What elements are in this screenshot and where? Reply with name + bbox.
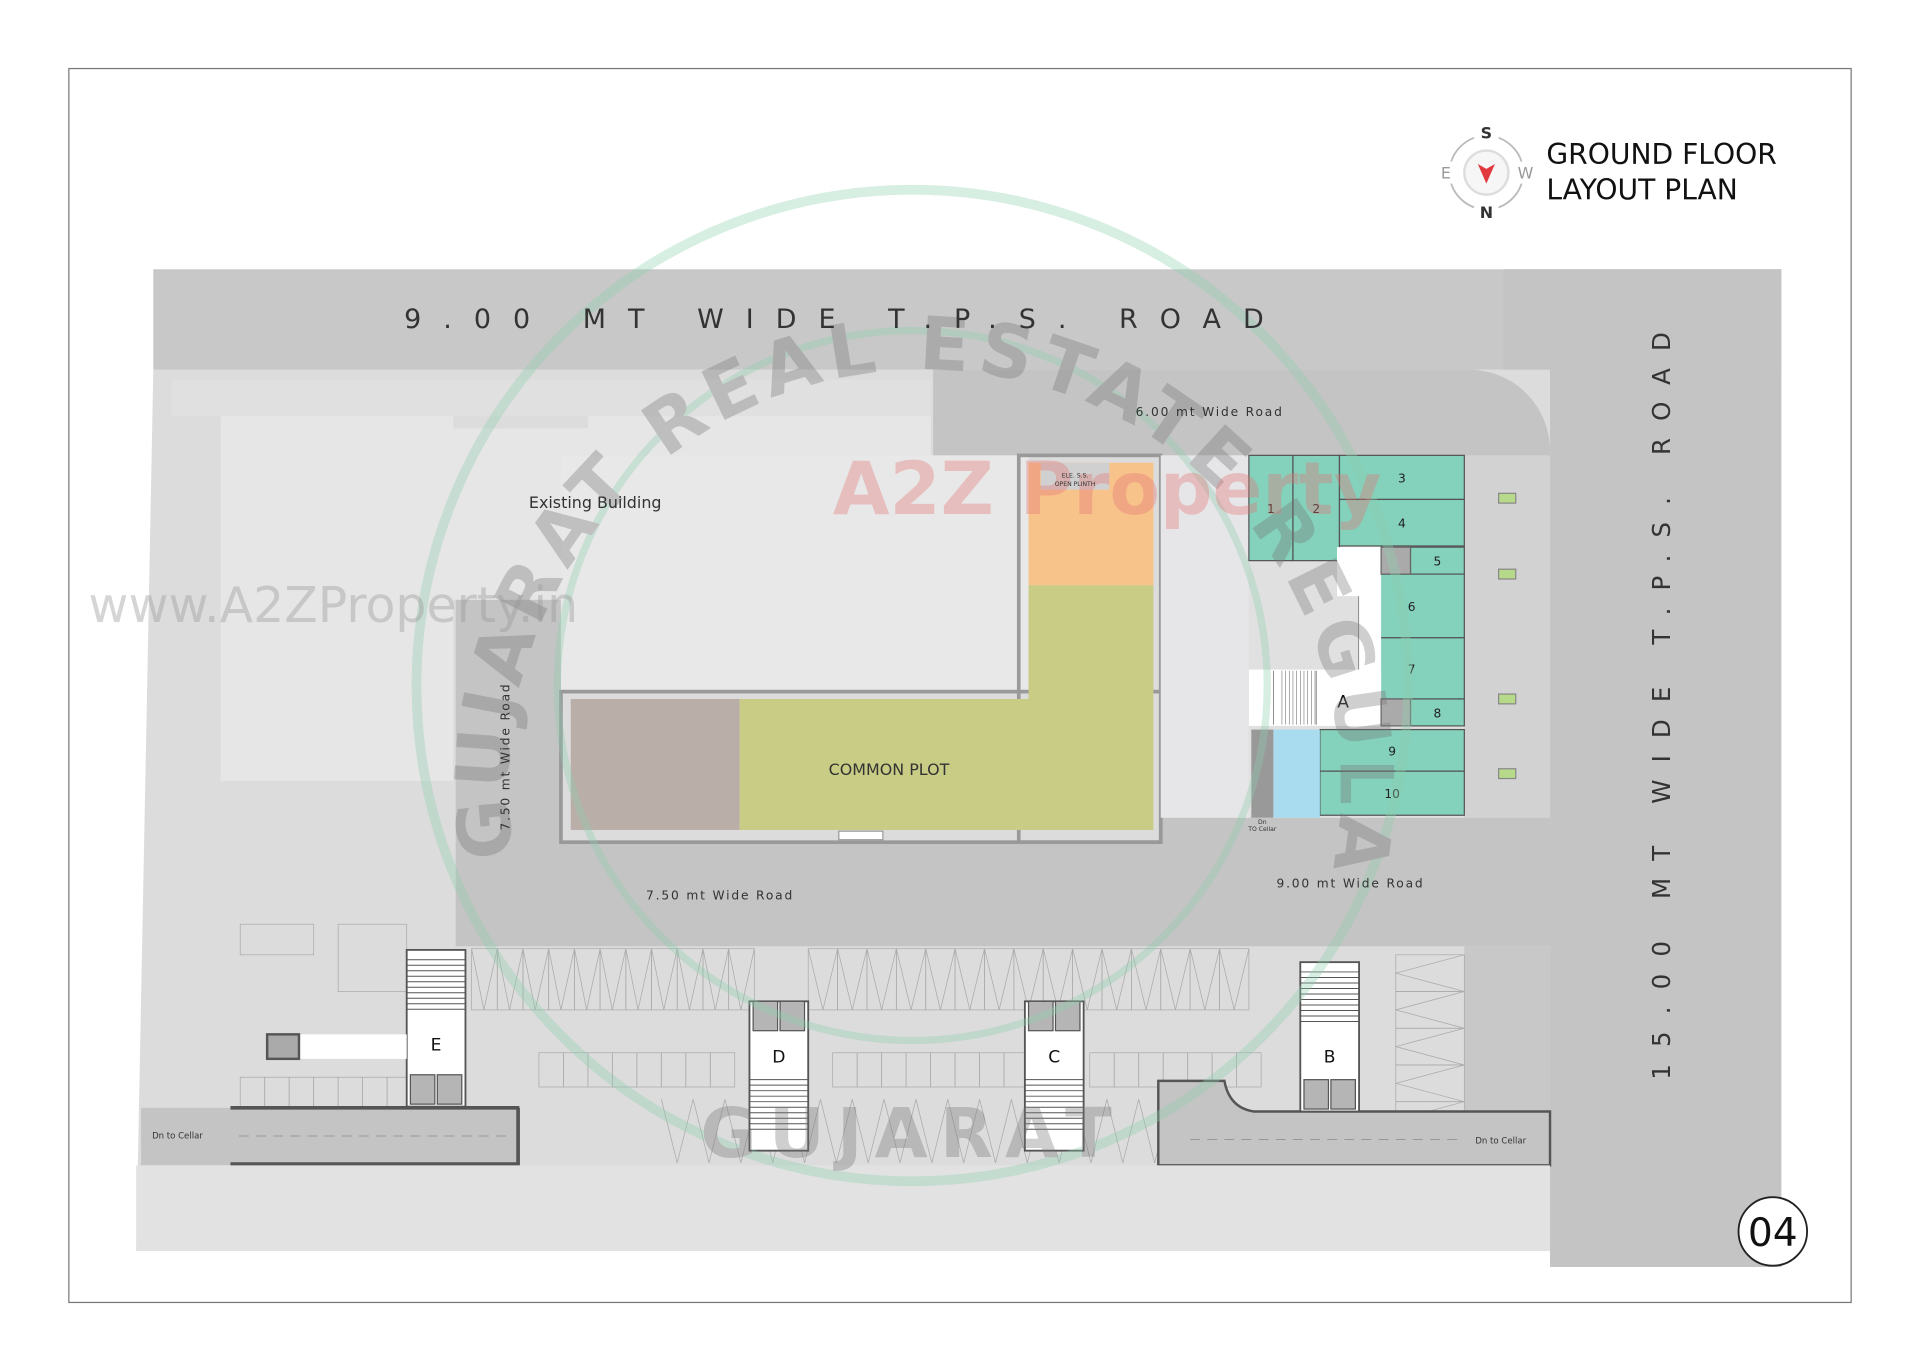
- inner-left-road-label: 7.50 mt Wide Road: [499, 682, 513, 830]
- common-plot-area: [739, 585, 1154, 830]
- wing-label: E: [431, 1035, 442, 1055]
- compass-n: N: [1480, 203, 1493, 222]
- shop-1: [1248, 454, 1294, 562]
- bottom-strip: [136, 1165, 1551, 1252]
- marker: [1497, 492, 1517, 504]
- ramp-left: [141, 1107, 520, 1166]
- wing-e-core: E: [265, 948, 467, 1108]
- shop-10: [1319, 770, 1465, 816]
- wing-label: D: [772, 1048, 785, 1068]
- plan-title-line2: LAYOUT PLAN: [1546, 174, 1738, 207]
- compass-e: E: [1441, 164, 1451, 183]
- wing-label: B: [1324, 1048, 1336, 1068]
- right-verge-lower: [1464, 946, 1551, 1112]
- shop-number: 9: [1388, 744, 1396, 758]
- shop-number: 6: [1408, 600, 1416, 614]
- marker: [1497, 693, 1517, 705]
- shop-8: [1409, 698, 1465, 727]
- marker: [1497, 768, 1517, 780]
- compass-w: W: [1518, 164, 1534, 183]
- inner-l-road: [455, 599, 1551, 947]
- inner-bottom-road-label: 7.50 mt Wide Road: [646, 889, 794, 903]
- shop-5: [1409, 546, 1465, 575]
- inner-top-road-label: 6.00 mt Wide Road: [1136, 405, 1284, 419]
- wing-b-core: B: [1299, 961, 1360, 1113]
- ramp-right: [1157, 1079, 1552, 1167]
- shop-number: 8: [1434, 706, 1442, 720]
- inner-right-road-label: 9.00 mt Wide Road: [1276, 876, 1424, 890]
- wing-d-core: D: [748, 1000, 810, 1152]
- page-number-badge: [1737, 1196, 1809, 1267]
- dn-to-cellar-left-label: Dn to Cellar: [152, 1131, 203, 1141]
- shop-9: [1319, 728, 1465, 772]
- shop-number: 10: [1384, 787, 1400, 801]
- right-road-label: 15.00 MT WIDE T.P.S. ROAD: [1647, 315, 1676, 1080]
- top-road-label: 9.00 MT WIDE T.P.S. ROAD: [404, 304, 1286, 335]
- compass-icon: S E W N: [1437, 122, 1536, 222]
- inner-top-road: [933, 369, 1551, 456]
- light-strip: [1160, 455, 1249, 818]
- shop-2: [1292, 454, 1341, 562]
- seal-bottom-text: GUJARAT: [701, 1094, 1124, 1174]
- url-watermark: www.A2ZProperty.in: [88, 577, 578, 634]
- wing-a: 1 2 3 4 5 6 7 8 9 10 A: [1248, 454, 1465, 818]
- existing-building-label: Existing Building: [529, 493, 662, 512]
- ele-ss-label: ELE. S.S.: [1062, 472, 1089, 479]
- plan-title-line1: GROUND FLOOR: [1546, 138, 1776, 171]
- courtyard: [560, 455, 1029, 692]
- marker: [1497, 568, 1517, 580]
- shop-number: 4: [1398, 517, 1406, 531]
- wing-label: C: [1048, 1048, 1060, 1068]
- shop-number: 1: [1267, 502, 1275, 516]
- compass-s: S: [1481, 123, 1492, 142]
- shop-4: [1338, 498, 1465, 547]
- shop-number: 3: [1398, 471, 1406, 485]
- compass-needle: [1477, 164, 1495, 184]
- shop-3: [1338, 454, 1465, 501]
- common-plot-label: COMMON PLOT: [829, 760, 950, 779]
- page-number: 04: [1748, 1211, 1798, 1256]
- shop-number: 7: [1408, 662, 1416, 676]
- to-cellar-label: TO Cellar: [1247, 826, 1277, 833]
- shop-number: 5: [1434, 555, 1442, 569]
- shop-number: 2: [1312, 502, 1320, 516]
- wing-c-core: C: [1023, 1000, 1085, 1152]
- dn-to-cellar-right-label: Dn to Cellar: [1475, 1136, 1526, 1146]
- right-road: [1503, 269, 1782, 1267]
- brown-plot: [570, 698, 740, 830]
- wing-label: A: [1337, 693, 1349, 713]
- open-plinth-label: OPEN PLINTH: [1055, 481, 1096, 488]
- right-verge: [1464, 455, 1551, 818]
- a2z-logo-watermark: A2Z Property: [833, 447, 1382, 532]
- dn-label: Dn: [1258, 819, 1267, 826]
